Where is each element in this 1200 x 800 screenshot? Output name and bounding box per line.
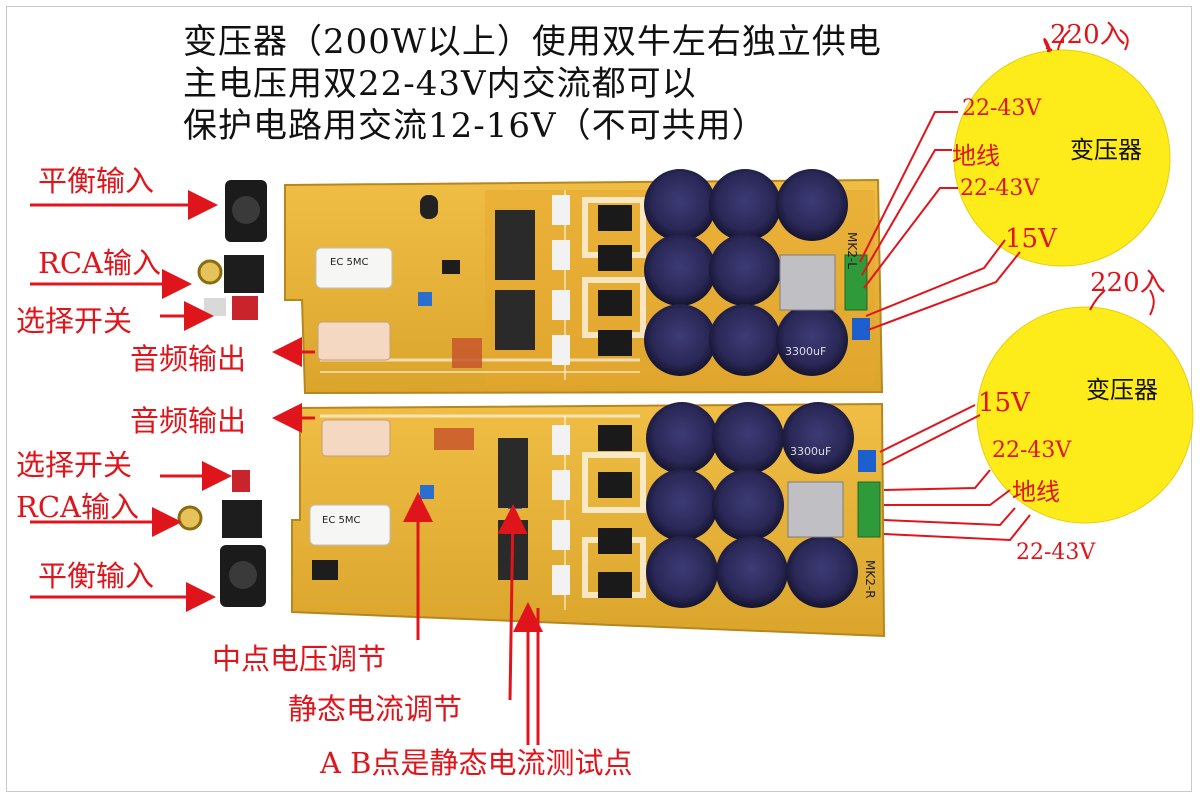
label-rca-in-bottom: RCA输入 — [16, 490, 139, 524]
transformer-bottom-circle — [976, 306, 1194, 524]
transformer-bottom-mains: 220入 — [1090, 268, 1166, 298]
transformer-top-circle — [953, 49, 1171, 267]
board-bottom-id: MK2-R — [863, 560, 877, 599]
bottom-capacitor-bank: 3300uF — [646, 402, 858, 608]
transformer-bottom-v1: 15V — [978, 388, 1030, 418]
cap-label-bottom: 3300uF — [790, 445, 831, 458]
cap-label-top: 3300uF — [785, 345, 826, 358]
header-line-3: 保护电路用交流12-16V（不可共用） — [183, 106, 767, 146]
transformer-top-title: 变压器 — [1070, 136, 1142, 164]
film-cap-top: EC 5MC — [330, 257, 368, 268]
label-balanced-in-top: 平衡输入 — [38, 164, 155, 198]
transformer-bottom-v3: 22-43V — [1016, 540, 1096, 565]
header-line-2: 主电压用双22-43V内交流都可以 — [183, 64, 697, 104]
label-audio-out-top: 音频输出 — [130, 342, 247, 376]
transformer-bottom-v2: 22-43V — [992, 438, 1072, 463]
transformer-top-v1: 22-43V — [962, 96, 1042, 121]
label-quiescent-adjust: 静态电流调节 — [288, 692, 463, 726]
label-balanced-in-bottom: 平衡输入 — [38, 559, 155, 593]
header-line-1: 变压器（200W以上）使用双牛左右独立供电 — [183, 22, 882, 62]
label-audio-out-bottom: 音频输出 — [130, 404, 247, 438]
transformer-top-ground: 地线 — [952, 142, 1000, 170]
label-select-switch-bottom: 选择开关 — [16, 448, 133, 482]
label-rca-in-top: RCA输入 — [38, 246, 161, 280]
top-board: EC 5MC 3300uF — [197, 169, 884, 395]
label-select-switch-top: 选择开关 — [16, 304, 133, 338]
label-test-points: A B点是静态电流测试点 — [320, 746, 633, 780]
label-midpoint-adjust: 中点电压调节 — [212, 642, 387, 676]
transformer-top-mains: 220入 — [1050, 20, 1126, 50]
board-top-id: MK2-L — [845, 232, 859, 269]
transformer-bottom-ground: 地线 — [1012, 478, 1060, 506]
transformer-top-v2: 22-43V — [960, 176, 1040, 201]
top-capacitor-bank: 3300uF — [644, 169, 848, 376]
transformer-bottom-title: 变压器 — [1086, 376, 1158, 404]
transformer-top-v3: 15V — [1005, 224, 1057, 254]
bottom-board: EC 5MC 3300uF MK2-R — [177, 402, 886, 638]
film-cap-bottom: EC 5MC — [322, 515, 360, 526]
